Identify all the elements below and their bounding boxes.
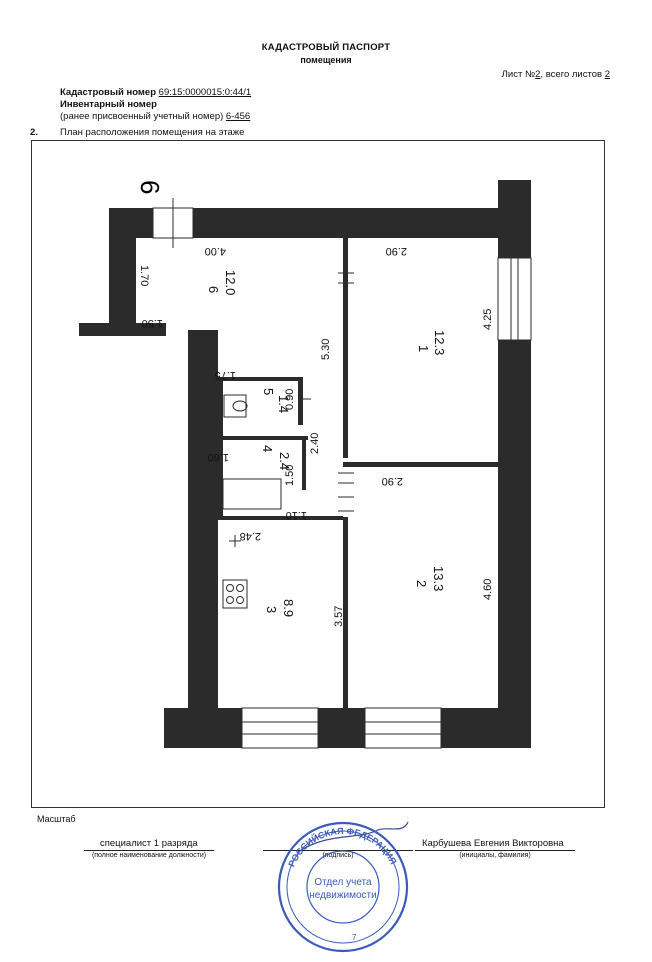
dim-2-90-mid: 2.90 — [382, 475, 403, 487]
room-1-area: 12.3 — [432, 330, 447, 355]
dim-2-48: 2.48 — [240, 530, 261, 542]
section-title: План расположения помещения на этаже — [60, 127, 245, 138]
dim-1-50-bath: 1.50 — [284, 465, 296, 486]
dim-1-50-corridor: 1.50 — [142, 317, 163, 329]
fixtures — [222, 394, 282, 609]
signature-scribble — [297, 821, 409, 853]
room-5-area: 1.4 — [276, 395, 291, 413]
stamp-bottom-text: 7 — [352, 933, 357, 942]
apartment-number: 6 — [135, 180, 165, 194]
dim-2-90-top: 2.90 — [386, 245, 407, 257]
previous-number-value: 6-456 — [225, 111, 251, 122]
bathtub-icon — [222, 478, 282, 510]
position-caption: (полное наименование должности) — [91, 852, 207, 859]
dim-3-57: 3.57 — [333, 606, 345, 627]
section-number: 2. — [30, 127, 38, 138]
svg-text:РОССИЙСКАЯ ФЕДЕРАЦИЯ: РОССИЙСКАЯ ФЕДЕРАЦИЯ — [286, 826, 398, 868]
windows — [152, 207, 532, 749]
sheet-prefix: Лист № — [501, 69, 536, 80]
previous-number-label: (ранее присвоенный учетный номер) — [60, 111, 224, 122]
room-3-area: 8.9 — [281, 599, 296, 617]
room-2-area: 13.3 — [431, 566, 446, 591]
document-subtitle: помещения — [300, 55, 352, 65]
position-line — [84, 850, 214, 851]
official-stamp: РОССИЙСКАЯ ФЕДЕРАЦИЯ Отдел учета недвижи… — [277, 821, 409, 953]
signature-line — [263, 850, 413, 851]
previous-number-row: (ранее присвоенный учетный номер) 6-456 — [60, 111, 250, 122]
name-caption: (инициалы, фамилия) — [459, 852, 531, 859]
scale-label: Масштаб — [37, 814, 76, 824]
position-title: специалист 1 разряда — [100, 838, 198, 849]
cadastral-number-value: 69:15:0000015:0:44/1 — [158, 87, 252, 98]
dim-4-00: 4.00 — [205, 245, 226, 257]
room-3-number: 3 — [264, 606, 279, 613]
room-4-number: 4 — [260, 445, 275, 452]
dim-1-60: 1.60 — [208, 451, 229, 463]
walls — [79, 180, 531, 748]
dim-5-30: 5.30 — [320, 339, 332, 360]
dim-2-40: 2.40 — [309, 433, 321, 454]
window-bottom-right — [364, 707, 442, 749]
person-name: Карбушева Евгения Викторовна — [422, 838, 564, 849]
room-6-number: 6 — [206, 286, 221, 293]
dim-0-90: 0.90 — [284, 389, 296, 410]
room-6-area: 12.0 — [223, 270, 238, 295]
toilet-icon — [223, 394, 247, 418]
room-4-area: 2.4 — [277, 452, 292, 470]
stamp-center-line-1: Отдел учета — [314, 877, 372, 888]
dim-1-75: 1.75 — [215, 369, 236, 381]
dim-1-70: 1.70 — [138, 265, 150, 286]
room-2-number: 2 — [414, 580, 429, 587]
dim-1-10: 1.10 — [286, 509, 307, 521]
sheet-number: 2 — [535, 69, 541, 80]
signature-caption: (подпись) — [322, 852, 354, 859]
cadastral-number-row: Кадастровый номер 69:15:0000015:0:44/1 — [60, 87, 251, 98]
cadastral-number-label: Кадастровый номер — [60, 87, 157, 98]
window-right — [497, 257, 532, 341]
stamp-center-line-2: недвижимости — [309, 890, 376, 901]
name-line — [415, 850, 575, 851]
window-bottom-left — [241, 707, 319, 749]
stamp-outer-text: РОССИЙСКАЯ ФЕДЕРАЦИЯ — [286, 826, 398, 868]
sheet-total: 2 — [604, 69, 610, 80]
room-5-number: 5 — [261, 388, 276, 395]
document-title: КАДАСТРОВЫЙ ПАСПОРТ — [261, 42, 391, 53]
sheet-indicator: Лист №2, всего листов 2 — [502, 69, 610, 80]
floor-plan: 6 6 12.0 1 12.3 2 13.3 3 8.9 4 2.4 5 1.4… — [79, 180, 532, 749]
plan-frame — [31, 140, 605, 808]
room-1-number: 1 — [416, 345, 431, 352]
stove-icon — [222, 579, 248, 609]
wall-top — [193, 208, 498, 238]
dim-4-25: 4.25 — [482, 309, 494, 330]
inventory-number-label: Инвентарный номер — [60, 99, 157, 110]
sheet-middle: , всего листов — [540, 69, 605, 80]
dim-4-60: 4.60 — [482, 579, 494, 600]
